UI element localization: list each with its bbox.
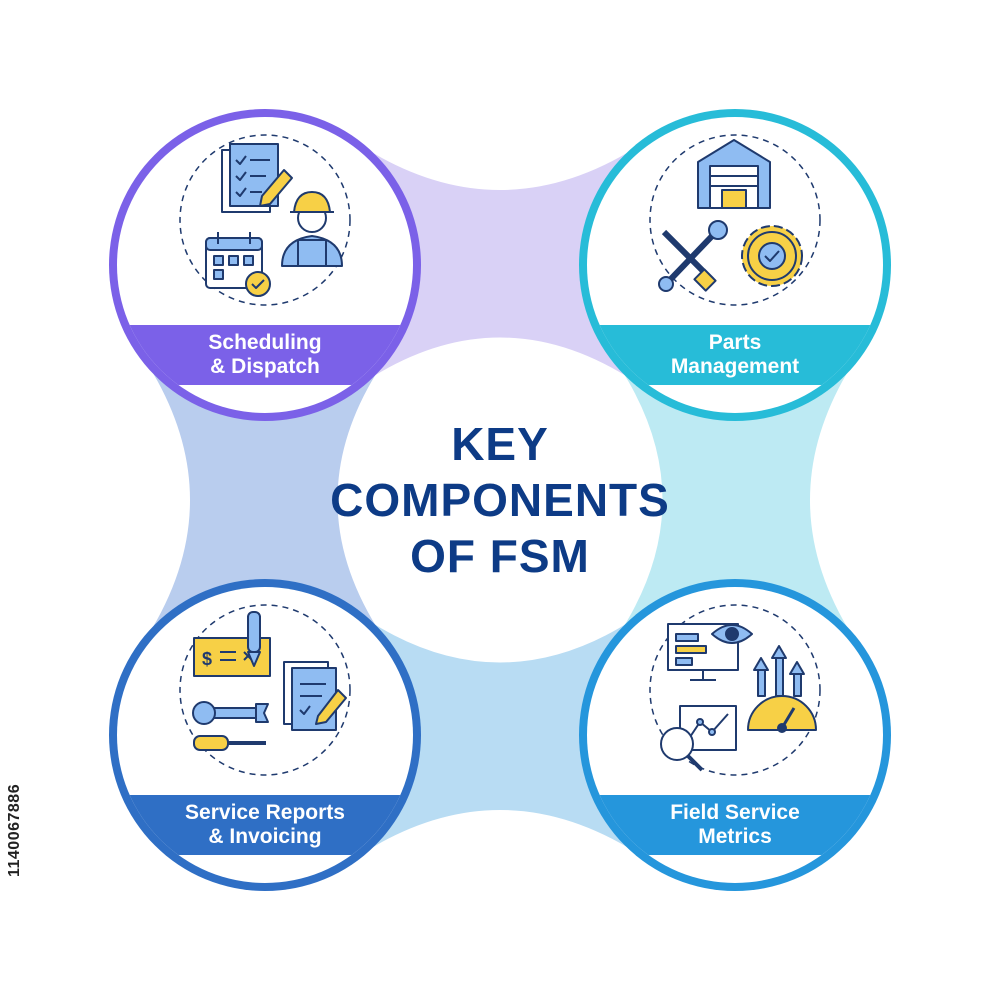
label-band (587, 325, 883, 385)
warehouse-icon (697, 139, 771, 209)
component-label-scheduling-dispatch: Scheduling & Dispatch (130, 325, 400, 385)
dashed-ring (179, 134, 351, 306)
check-pen-icon: $ (193, 611, 271, 677)
dashed-ring (649, 604, 821, 776)
wrench-screwdriver-icon (658, 220, 728, 292)
label-line-2: & Invoicing (208, 825, 322, 848)
component-label-parts-management: Parts Management (600, 325, 870, 385)
dashed-ring (649, 134, 821, 306)
label-line-1: Parts (708, 331, 762, 354)
label-line-1: Field Service (670, 801, 800, 824)
title-line-2: COMPONENTS (330, 474, 670, 526)
screwdriver-icon (193, 735, 266, 751)
label-line-1: Service Reports (185, 801, 345, 824)
report-pencil-icon (283, 661, 347, 731)
svg-text:$: $ (202, 649, 212, 669)
wrench-icon (192, 701, 269, 725)
connector-right (615, 360, 855, 640)
engineer-helmet-icon (281, 191, 343, 267)
monitor-eye-icon (667, 623, 753, 681)
component-parts-management (579, 109, 891, 421)
connector-bottom (360, 615, 640, 855)
connector-top (360, 145, 640, 385)
component-label-field-service-metrics: Field Service Metrics (600, 795, 870, 855)
label-band (117, 325, 413, 385)
title-line-1: KEY (451, 418, 549, 470)
label-line-2: Management (670, 355, 800, 378)
magnifier-chart-icon (660, 705, 737, 772)
label-band (587, 795, 883, 855)
label-line-2: Metrics (698, 825, 772, 848)
calendar-check-icon (205, 232, 271, 297)
growth-arrows-icon (753, 645, 805, 697)
speedometer-icon (747, 695, 817, 733)
connector-left (145, 360, 385, 640)
component-service-reports-invoicing: $ (109, 579, 421, 891)
title-line-3: OF FSM (410, 530, 590, 582)
checklist-pencil-icon (221, 143, 293, 213)
label-band (117, 795, 413, 855)
page-title: KEY COMPONENTS OF FSM (300, 418, 700, 582)
dashed-ring (179, 604, 351, 776)
component-label-service-reports-invoicing: Service Reports & Invoicing (130, 795, 400, 855)
label-line-2: & Dispatch (210, 355, 320, 378)
gear-check-icon (741, 225, 803, 287)
component-field-service-metrics (579, 579, 891, 891)
component-scheduling-dispatch (109, 109, 421, 421)
label-line-1: Scheduling (208, 331, 322, 354)
watermark-id: 1140067886 (6, 783, 23, 877)
